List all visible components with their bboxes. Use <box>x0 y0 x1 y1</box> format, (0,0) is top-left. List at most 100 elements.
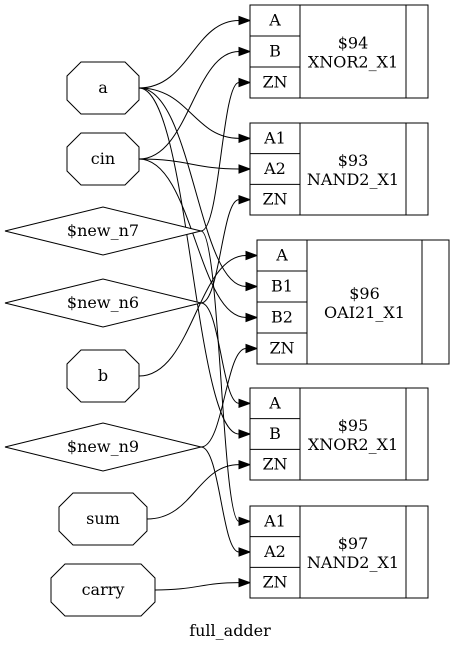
port-b: b <box>66 349 140 403</box>
arrowhead <box>238 577 252 588</box>
arrowhead <box>238 459 252 470</box>
shape-layer: acinbsumcarry$new_n7$new_n6$new_n9ABZN$9… <box>4 4 450 617</box>
cell-name: $97 <box>338 534 369 553</box>
pin-label-a2: A2 <box>263 542 286 561</box>
wire-b-to-c96-a <box>138 250 259 377</box>
pin-label-b: B <box>269 42 281 61</box>
wire-cin-to-c94-b <box>138 46 252 160</box>
diagram-title: full_adder <box>189 621 271 640</box>
wire-a-to-c94-a <box>138 15 252 89</box>
wire-new-n7-to-c94-zn <box>200 77 252 232</box>
wire-path <box>138 255 247 377</box>
pin-label-zn: ZN <box>262 455 287 474</box>
pin-label-a1: A1 <box>263 128 286 147</box>
pin-label-a1: A1 <box>263 511 286 530</box>
wire-new-n6-to-c95-a <box>200 302 252 409</box>
wire-cin-to-c93-a2 <box>138 158 252 174</box>
arrowhead <box>245 343 259 354</box>
cell-outline <box>249 387 429 481</box>
wire-path <box>138 87 240 435</box>
port-label: cin <box>91 149 115 168</box>
arrowhead <box>238 429 252 439</box>
cell-name: $94 <box>338 34 369 53</box>
wire-path <box>138 20 240 89</box>
wire-path <box>200 302 240 404</box>
arrowhead <box>238 133 252 144</box>
arrowhead <box>238 15 252 26</box>
wire-path <box>200 348 247 448</box>
wire-a-to-c93-a1 <box>138 87 252 144</box>
port-outline <box>58 492 148 546</box>
arrowhead <box>238 547 252 557</box>
pin-label-a: A <box>268 393 281 412</box>
pin-label-zn: ZN <box>269 339 294 358</box>
cell-outline <box>249 4 429 99</box>
wire-carry-to-c97-zn <box>154 577 252 591</box>
wire-new-n9-to-c96-zn <box>200 343 259 448</box>
pin-label-a: A <box>268 11 281 30</box>
wire-path <box>200 230 240 522</box>
net-label: $new_n6 <box>67 293 139 312</box>
port-carry: carry <box>50 563 156 617</box>
wire-path <box>200 446 240 553</box>
wire-path <box>200 199 240 304</box>
arrowhead <box>245 281 259 292</box>
wire-path <box>138 158 240 170</box>
port-cin: cin <box>66 132 140 186</box>
wire-path <box>138 51 240 160</box>
arrowhead <box>238 194 252 205</box>
cell-type: NAND2_X1 <box>307 553 399 572</box>
wire-a-to-c95-b <box>138 87 252 439</box>
pin-label-a2: A2 <box>263 159 286 178</box>
port-sum: sum <box>58 492 148 546</box>
wire-sum-to-c95-zn <box>146 459 252 520</box>
pin-label-zn: ZN <box>262 190 287 209</box>
wire-cin-to-c96-b2 <box>138 158 259 323</box>
pin-label-b2: B2 <box>271 308 293 327</box>
wire-layer <box>138 15 259 591</box>
port-label: sum <box>86 509 120 528</box>
cell-name: $93 <box>338 151 369 170</box>
port-label: b <box>98 366 108 385</box>
pin-label-zn: ZN <box>262 573 287 592</box>
arrowhead <box>238 46 252 57</box>
net-label: $new_n9 <box>67 437 139 456</box>
cell-name: $95 <box>338 416 369 435</box>
wire-new-n7-to-c97-a1 <box>200 230 252 527</box>
port-outline <box>50 563 156 617</box>
net-new-n9: $new_n9 <box>4 422 202 472</box>
cell-type: OAI21_X1 <box>324 303 405 322</box>
pin-label-b: B <box>269 424 281 443</box>
port-a: a <box>66 61 140 115</box>
port-outline <box>66 349 140 403</box>
port-outline <box>66 132 140 186</box>
net-new-n6: $new_n6 <box>4 278 202 328</box>
net-outline <box>4 422 202 472</box>
port-label: a <box>98 78 108 97</box>
net-outline <box>4 278 202 328</box>
wire-path <box>200 82 240 232</box>
net-label: $new_n7 <box>67 221 139 240</box>
wire-path <box>138 158 247 318</box>
wire-new-n9-to-c97-a2 <box>200 446 252 557</box>
pin-label-b1: B1 <box>271 277 293 296</box>
wire-path <box>138 87 247 287</box>
cell-outline <box>249 122 429 216</box>
cell-type: XNOR2_X1 <box>308 53 398 72</box>
net-outline <box>4 206 202 256</box>
arrowhead <box>245 312 259 323</box>
port-label: carry <box>82 580 125 599</box>
port-outline <box>66 61 140 115</box>
arrowhead <box>238 516 252 527</box>
pin-label-a: A <box>275 246 288 265</box>
wire-path <box>154 582 240 591</box>
arrowhead <box>245 250 259 261</box>
wire-path <box>138 87 240 139</box>
cell-name: $96 <box>349 284 380 303</box>
wire-a-to-c96-b1 <box>138 87 259 292</box>
arrowhead <box>238 398 252 409</box>
